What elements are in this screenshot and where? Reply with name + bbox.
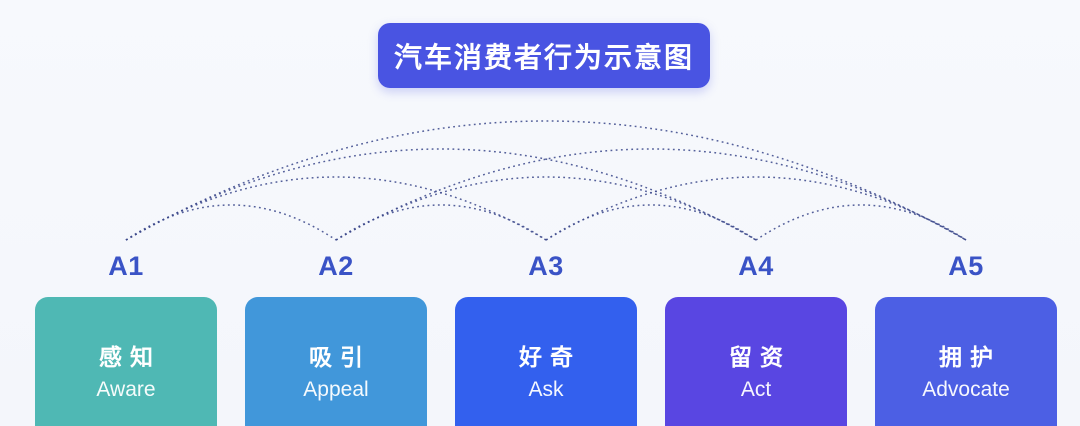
stage-zh-label: 感知 [99,344,161,370]
stage-en-label: Aware [96,378,156,401]
arc-a1-a5 [125,120,967,241]
stage-label-a5: A5 [948,251,984,281]
stage-label-a1: A1 [108,251,144,281]
diagram-title: 汽车消费者行为示意图 [393,41,694,73]
arc-a2-a4 [335,176,757,241]
stage-card-appeal: 吸引 Appeal [245,297,427,426]
arc-a1-a2 [125,204,337,241]
arc-a2-a3 [335,204,547,241]
stage-card-advocate: 拥护 Advocate [875,297,1057,426]
stage-zh-label: 留资 [729,344,791,370]
stage-en-label: Appeal [303,378,369,401]
stage-zh-label: 好奇 [519,344,581,370]
arc-a2-a5 [335,148,967,241]
stage-en-label: Act [740,378,772,401]
stage-zh-label: 吸引 [309,344,371,370]
title-badge: 汽车消费者行为示意图 [378,23,710,88]
stage-label-a3: A3 [528,251,564,281]
stage-en-label: Ask [528,378,564,401]
stage-card-ask: 好奇 Ask [455,297,637,426]
arc-a3-a5 [545,176,967,241]
stage-card-aware: 感知 Aware [35,297,217,426]
stage-label-a2: A2 [318,251,354,281]
arc-a1-a4 [125,148,757,241]
stage-zh-label: 拥护 [939,344,1001,370]
stage-card-act: 留资 Act [665,297,847,426]
arc-a3-a4 [545,204,757,241]
stage-label-a4: A4 [738,251,774,281]
arc-a1-a3 [125,176,547,241]
arc-a4-a5 [755,204,967,241]
stage-en-label: Advocate [922,378,1010,401]
